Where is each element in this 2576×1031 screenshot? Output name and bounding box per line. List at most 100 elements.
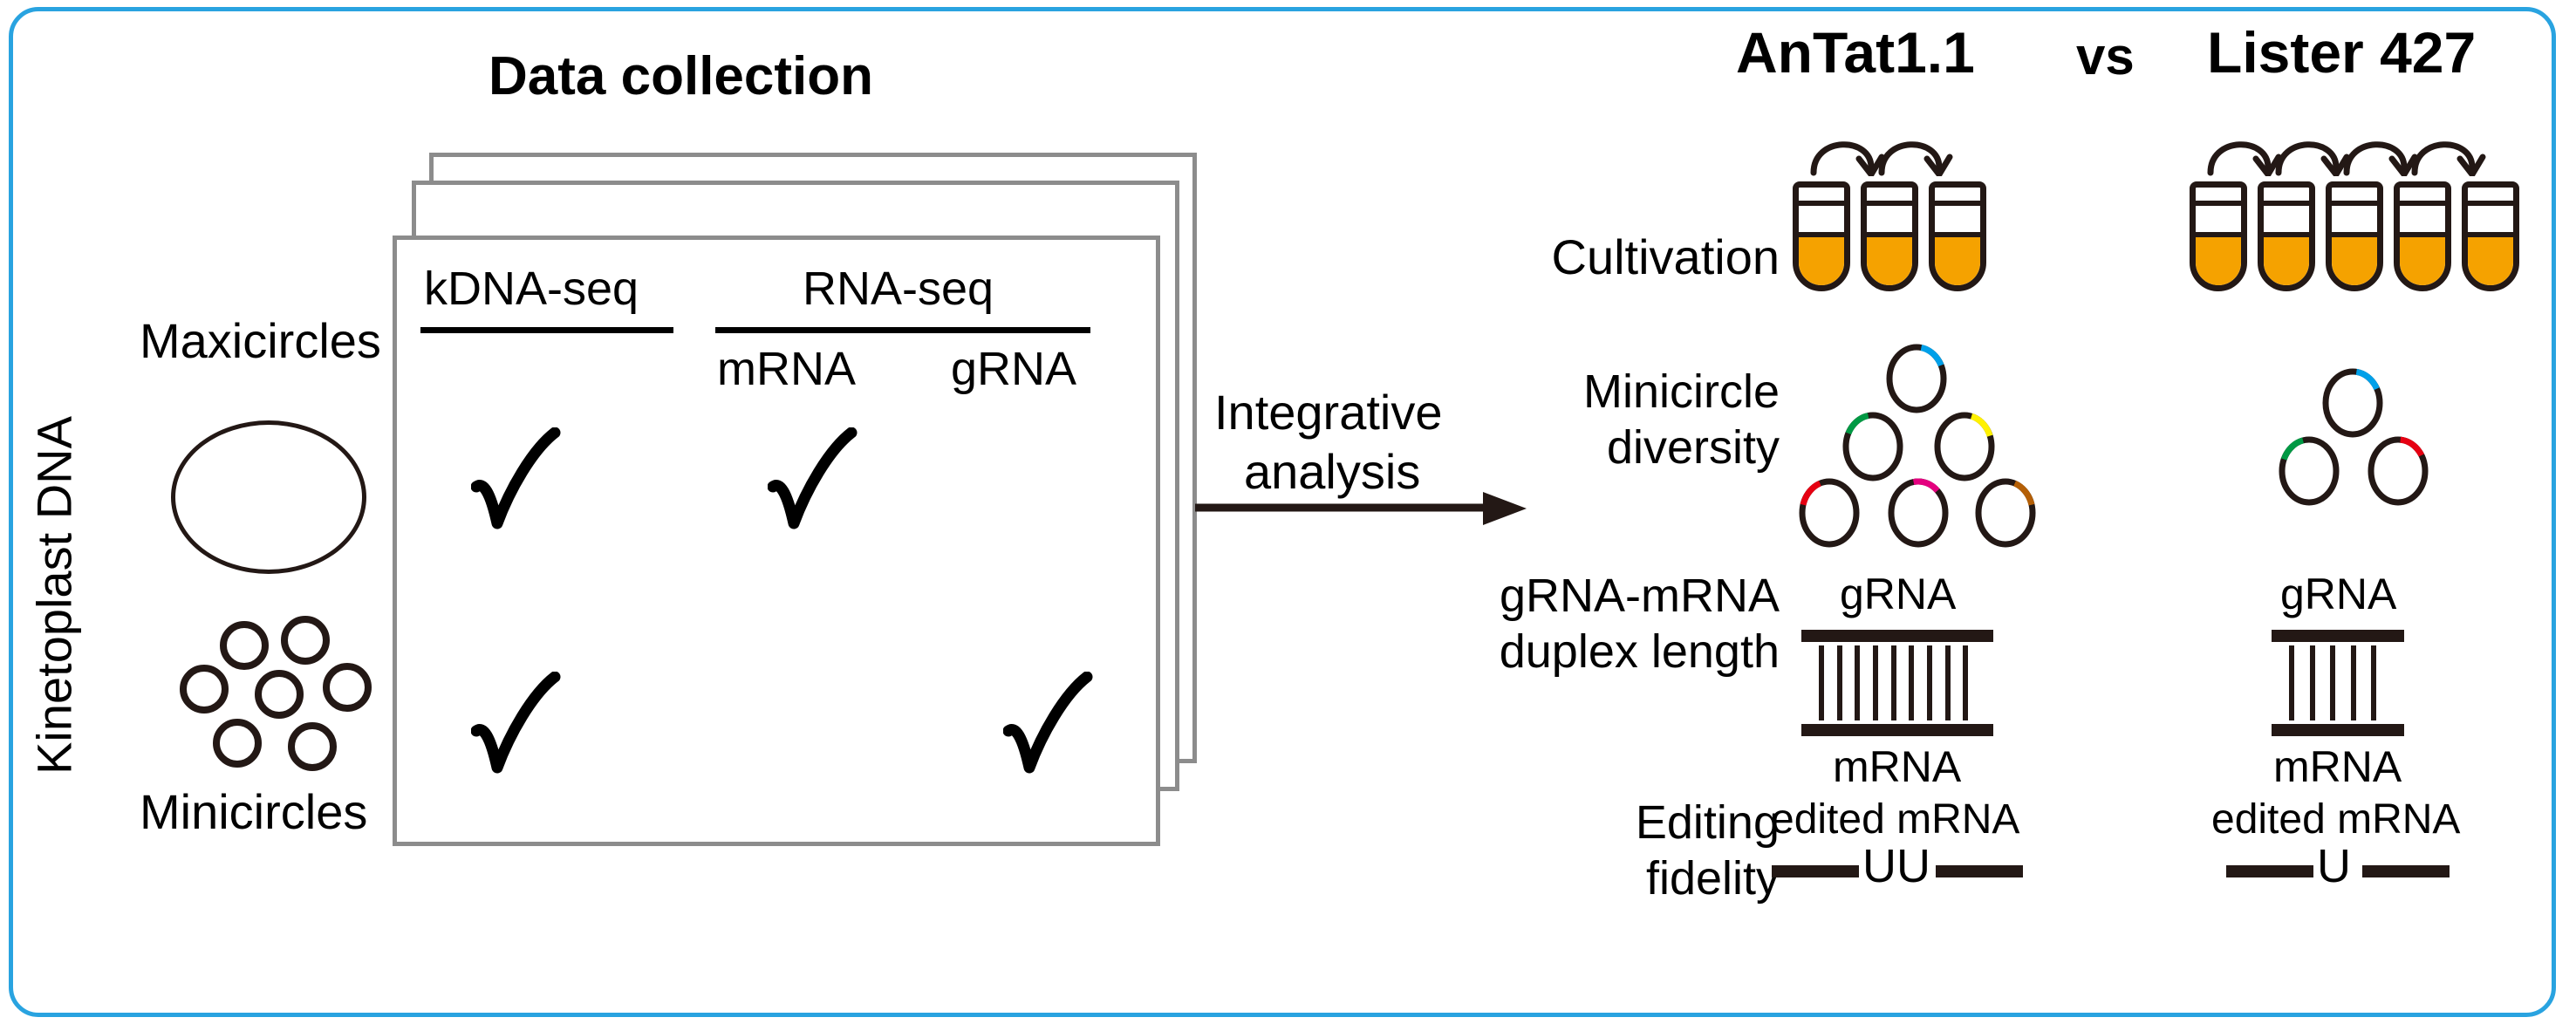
tube-medium bbox=[2468, 232, 2513, 285]
row-label-duplex-length-line1: gRNA-mRNA bbox=[1499, 570, 1780, 622]
tube-medium bbox=[1867, 232, 1912, 285]
right-arrow-icon bbox=[1195, 492, 1527, 525]
culture-tube-icon bbox=[1793, 181, 1850, 291]
duplex-caption-grna: gRNA bbox=[2280, 570, 2397, 618]
culture-tube-icon bbox=[1929, 181, 1986, 291]
tube-cap bbox=[2468, 188, 2513, 206]
u-insertion-label: U bbox=[2317, 840, 2351, 892]
base-pair-tick bbox=[1873, 645, 1878, 720]
row-label-duplex-length-line2: duplex length bbox=[1499, 625, 1780, 678]
base-pair-tick bbox=[2350, 645, 2356, 720]
edited-mrna-caption: edited mRNA bbox=[2211, 796, 2461, 843]
edited-mrna-caption: edited mRNA bbox=[1771, 796, 2020, 843]
culture-tube-icon bbox=[2190, 181, 2247, 291]
checkmark-icon bbox=[471, 427, 561, 529]
culture-tube-icon bbox=[2462, 181, 2519, 291]
minicircle-icon bbox=[281, 616, 330, 665]
maxicircle-ring-icon bbox=[171, 420, 366, 574]
tube-cap bbox=[1867, 188, 1912, 206]
minicircle-icon bbox=[220, 621, 269, 670]
tube-cap bbox=[1799, 188, 1844, 206]
minicircle-diversity-icon bbox=[1842, 412, 1903, 481]
data-card-front bbox=[393, 236, 1160, 846]
edited-mrna-bar-left bbox=[1772, 865, 1859, 877]
edited-mrna-bar-right bbox=[2362, 865, 2450, 877]
passage-arrow-icon bbox=[2275, 141, 2350, 176]
base-pair-tick bbox=[2330, 645, 2336, 720]
passage-arrow-icon bbox=[1878, 141, 1953, 176]
minicircle-diversity-icon bbox=[2368, 436, 2429, 506]
mrna-strand bbox=[2272, 724, 2404, 736]
base-pair-tick bbox=[1944, 645, 1951, 720]
passage-arrow-icon bbox=[2343, 141, 2418, 176]
passage-arrow-icon bbox=[1810, 141, 1885, 176]
checkmark-icon bbox=[471, 672, 561, 774]
minicircle-diversity-icon bbox=[1886, 344, 1947, 413]
strain-title-left: AnTat1.1 bbox=[1736, 20, 1975, 85]
mrna-strand bbox=[1801, 724, 1993, 736]
base-pair-tick bbox=[1819, 645, 1824, 720]
tube-medium bbox=[1799, 232, 1844, 285]
minicircle-diversity-icon bbox=[1888, 478, 1949, 548]
minicircle-icon bbox=[323, 663, 372, 712]
row-label-minicircle-diversity-line2: diversity bbox=[1606, 421, 1780, 474]
u-insertion-label: UU bbox=[1862, 840, 1930, 892]
edited-mrna-bar-right bbox=[1936, 865, 2023, 877]
tube-medium bbox=[2264, 232, 2309, 285]
tube-medium bbox=[1935, 232, 1980, 285]
tube-cap bbox=[2400, 188, 2445, 206]
rna-seq-underline bbox=[715, 327, 1090, 333]
passage-arrow-icon bbox=[2207, 141, 2282, 176]
tube-cap bbox=[1935, 188, 1980, 206]
base-pair-tick bbox=[1909, 645, 1915, 720]
vs-label: vs bbox=[2076, 27, 2135, 85]
page-title: Data collection bbox=[489, 46, 873, 106]
base-pair-tick bbox=[2309, 645, 2315, 720]
kinetoplast-dna-label: Kinetoplast DNA bbox=[26, 416, 82, 775]
culture-tube-icon bbox=[1861, 181, 1918, 291]
tube-cap bbox=[2264, 188, 2309, 206]
base-pair-tick bbox=[1963, 645, 1969, 720]
strain-title-right: Lister 427 bbox=[2207, 20, 2477, 85]
row-label-cultivation: Cultivation bbox=[1551, 229, 1780, 284]
edited-mrna-bar-left bbox=[2226, 865, 2313, 877]
duplex-caption-mrna: mRNA bbox=[2273, 742, 2402, 791]
minicircle-diversity-icon bbox=[2322, 368, 2383, 438]
minicircle-diversity-icon bbox=[2279, 436, 2340, 506]
duplex-caption-grna: gRNA bbox=[1840, 570, 1957, 618]
duplex-caption-mrna: mRNA bbox=[1833, 742, 1962, 791]
grna-strand bbox=[2272, 630, 2404, 642]
culture-tube-icon bbox=[2258, 181, 2315, 291]
base-pair-tick bbox=[2371, 645, 2377, 720]
minicircle-diversity-icon bbox=[1934, 412, 1995, 481]
culture-tube-icon bbox=[2326, 181, 2383, 291]
passage-arrow-icon bbox=[2411, 141, 2486, 176]
minicircle-diversity-icon bbox=[1799, 478, 1860, 548]
minicircle-icon bbox=[180, 665, 229, 714]
base-pair-tick bbox=[2289, 645, 2294, 720]
base-pair-tick bbox=[1836, 645, 1842, 720]
column-header-rna-seq: RNA-seq bbox=[803, 263, 994, 315]
tube-cap bbox=[2332, 188, 2377, 206]
minicircle-diversity-icon bbox=[1975, 478, 2036, 548]
row-label-editing-fidelity-line2: fidelity bbox=[1645, 852, 1780, 905]
base-pair-tick bbox=[1890, 645, 1896, 720]
integrative-analysis-label-line1: Integrative bbox=[1214, 385, 1443, 440]
kdna-seq-underline bbox=[420, 327, 673, 333]
grna-strand bbox=[1801, 630, 1993, 642]
culture-tube-icon bbox=[2394, 181, 2451, 291]
maxicircles-label: Maxicircles bbox=[140, 313, 381, 368]
integrative-analysis-label-line2: analysis bbox=[1244, 444, 1421, 499]
row-label-editing-fidelity-line1: Editing bbox=[1635, 796, 1780, 849]
checkmark-icon bbox=[1003, 672, 1093, 774]
base-pair-tick bbox=[1927, 645, 1932, 720]
tube-medium bbox=[2332, 232, 2377, 285]
column-header-grna: gRNA bbox=[951, 343, 1077, 395]
minicircle-icon bbox=[213, 719, 262, 768]
column-header-mrna: mRNA bbox=[717, 343, 856, 395]
column-header-kdna-seq: kDNA-seq bbox=[424, 263, 639, 315]
row-label-minicircle-diversity-line1: Minicircle bbox=[1582, 365, 1780, 418]
checkmark-icon bbox=[768, 427, 858, 529]
tube-cap bbox=[2196, 188, 2241, 206]
